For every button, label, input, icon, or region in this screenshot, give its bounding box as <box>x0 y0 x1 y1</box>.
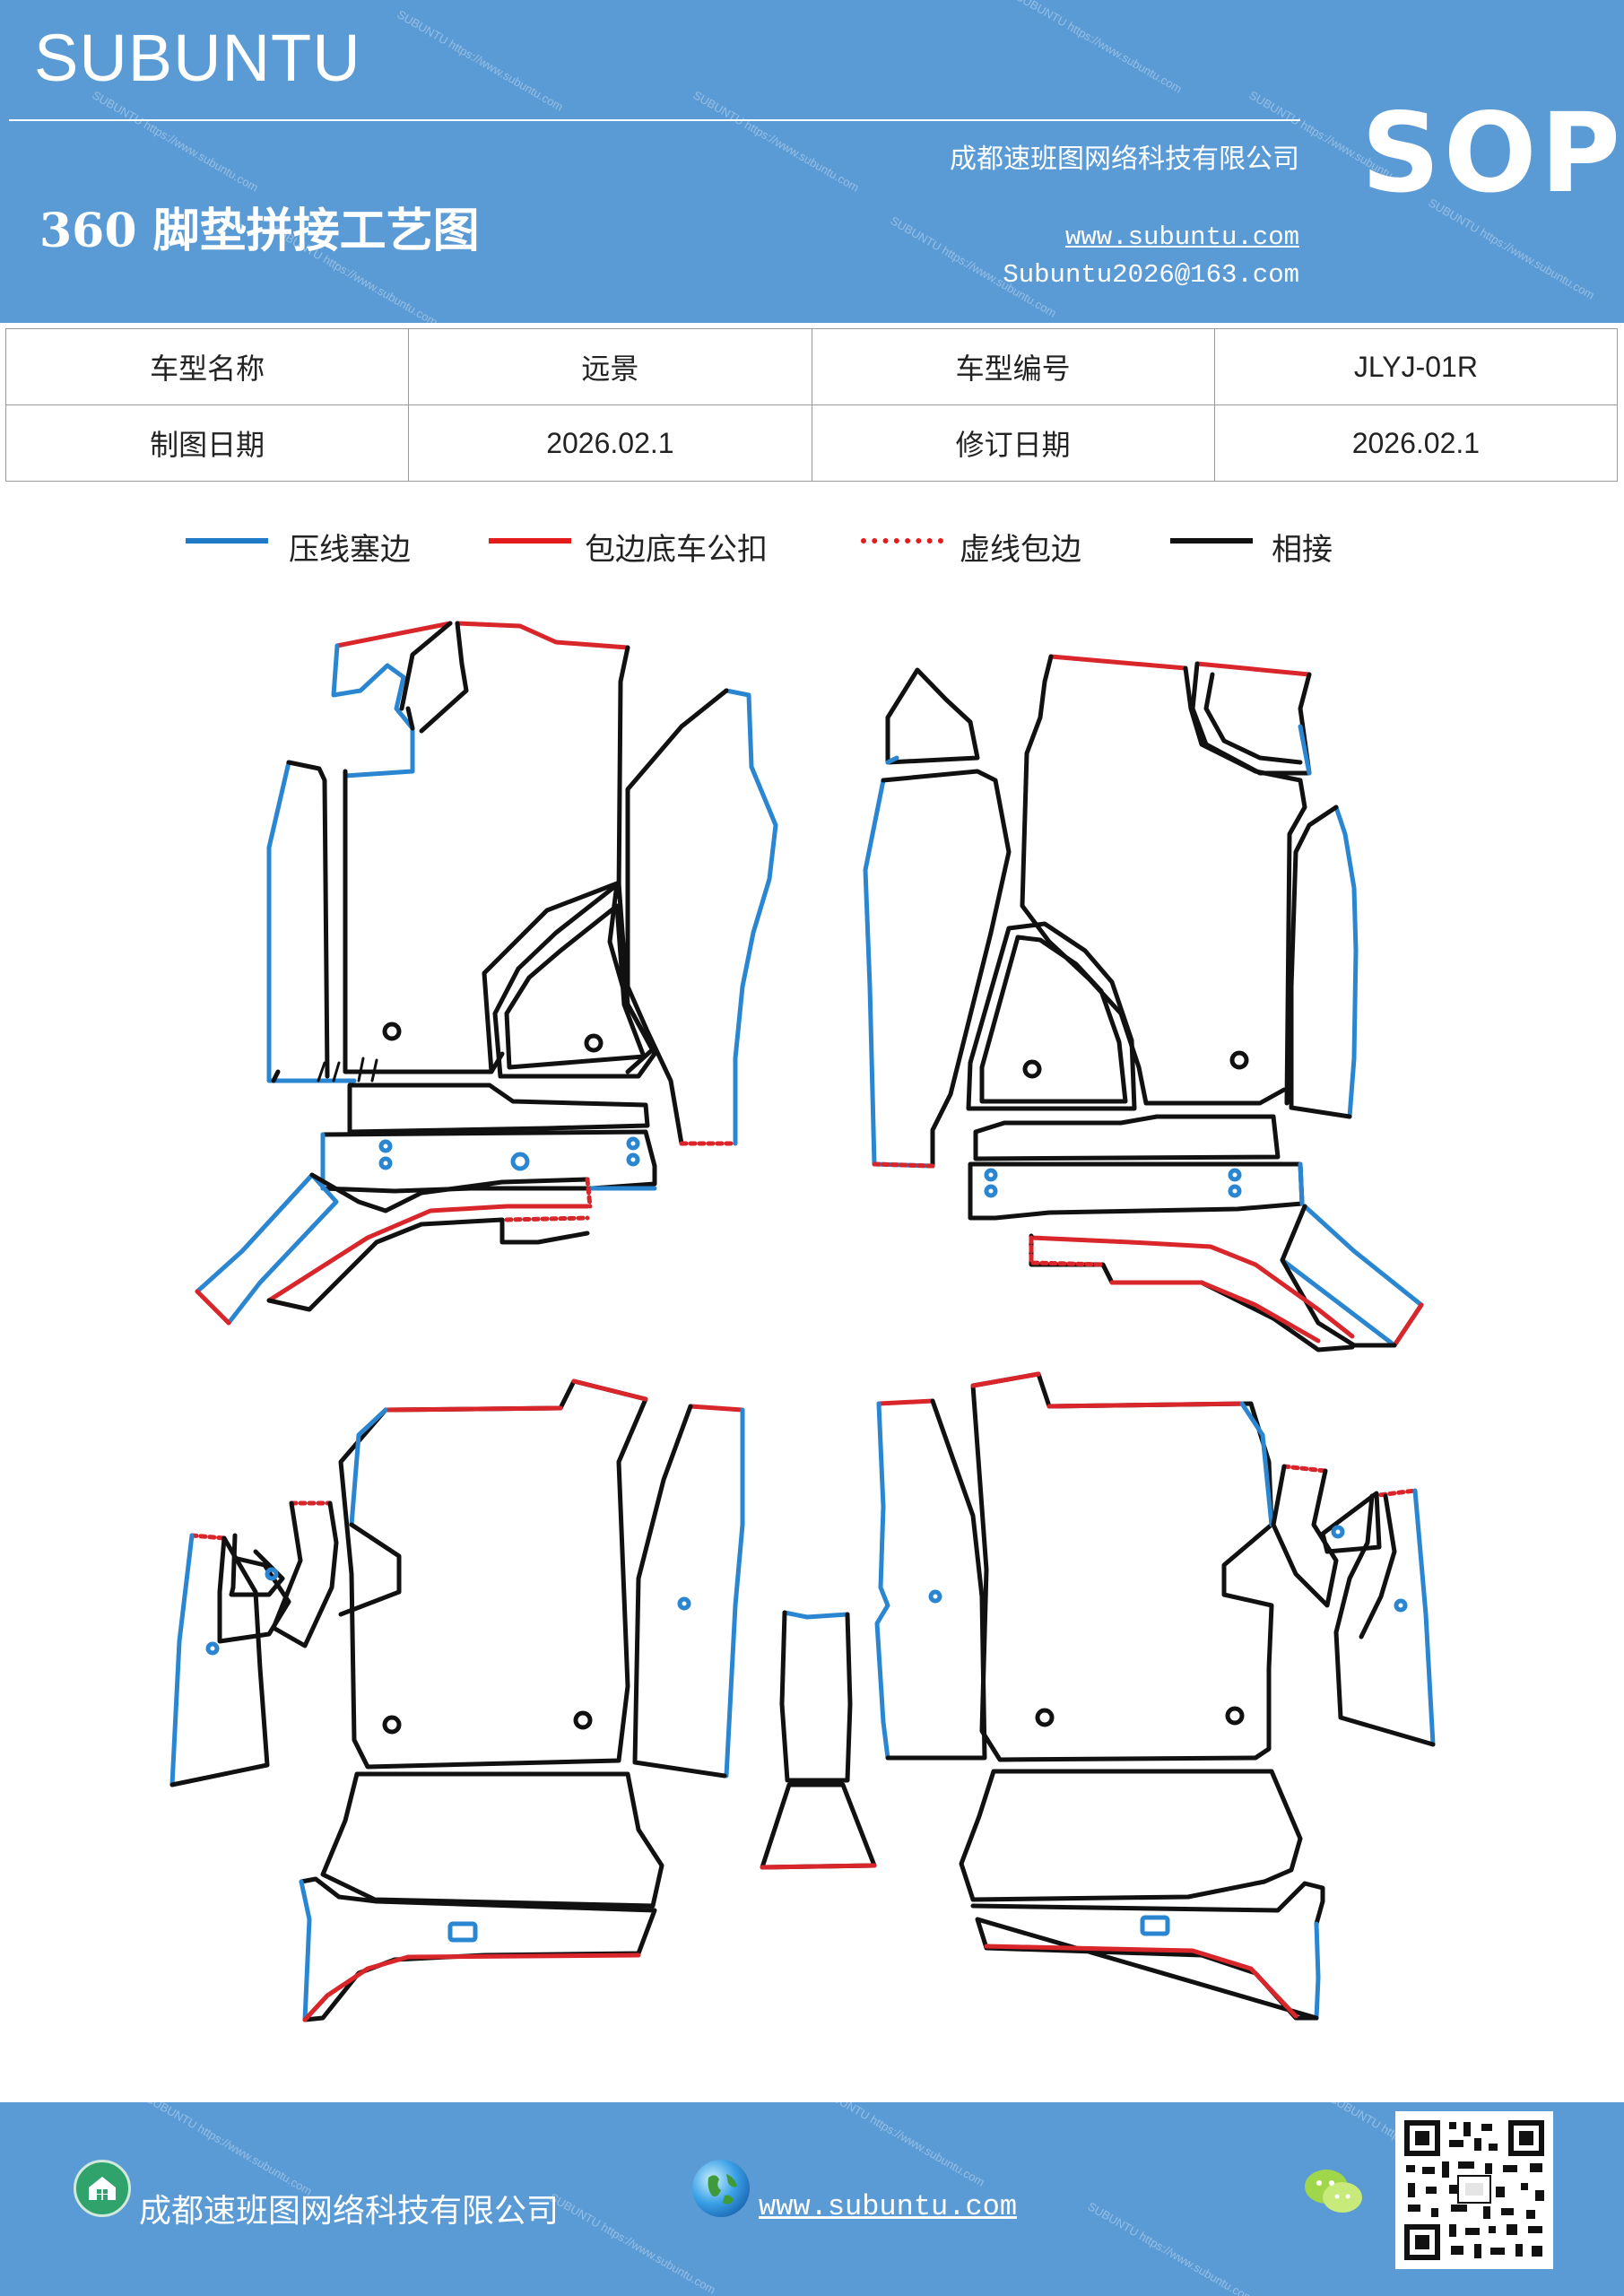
mat-front-right <box>863 654 1424 1352</box>
mat-rear-right <box>874 1371 1436 2021</box>
legend-swatch-blue <box>186 538 268 544</box>
qr-code[interactable] <box>1395 2111 1553 2269</box>
mat-center-tunnel <box>760 1610 877 1870</box>
table-label: 车型名称 <box>4 328 410 405</box>
sop-badge: SOP <box>1361 90 1624 217</box>
watermark: SUBUNTU https://www.subuntu.com <box>143 2102 315 2198</box>
info-table: 车型名称 远景 车型编号 JLYJ-01R 制图日期 2026.02.1 修订日… <box>4 328 1619 482</box>
email-address: Subuntu2026@163.com <box>1003 260 1299 290</box>
legend-label: 相接 <box>1272 532 1333 568</box>
legend-swatch-red <box>489 538 571 544</box>
footer-banner: SUBUNTU https://www.subuntu.com SUBUNTU … <box>0 2102 1624 2296</box>
legend-label: 虚线包边 <box>960 532 1081 568</box>
footer-website-link[interactable]: www.subuntu.com <box>759 2190 1018 2223</box>
mat-rear-left <box>169 1378 745 2022</box>
table-value: JLYJ-01R <box>1213 328 1619 405</box>
table-value: 2026.02.1 <box>408 404 812 482</box>
footer-company-name: 成都速班图网络科技有限公司 <box>139 2193 560 2230</box>
header-banner: SUBUNTU https://www.subuntu.com SUBUNTU … <box>0 0 1624 323</box>
brand-name: SUBUNTU <box>34 21 361 95</box>
home-icon <box>74 2160 131 2217</box>
legend-swatch-black <box>1170 538 1253 544</box>
globe-icon <box>692 2160 750 2217</box>
qr-code-pattern <box>1395 2111 1553 2269</box>
legend-swatch-red-dotted <box>861 538 943 544</box>
website-link[interactable]: www.subuntu.com <box>1064 222 1299 252</box>
legend: 压线塞边 包边底车公扣 虚线包边 相接 <box>0 525 1624 570</box>
table-label: 修订日期 <box>811 404 1215 482</box>
table-label: 车型编号 <box>811 328 1215 405</box>
document-title: 360 脚垫拼接工艺图 <box>39 204 480 258</box>
header-divider <box>9 119 1300 121</box>
table-row: 制图日期 2026.02.1 修订日期 2026.02.1 <box>4 404 1619 482</box>
watermark: SUBUNTU https://www.subuntu.com <box>1085 2199 1256 2296</box>
company-name: 成都速班图网络科技有限公司 <box>950 144 1299 175</box>
table-value: 远景 <box>408 328 812 405</box>
table-label: 制图日期 <box>4 404 410 482</box>
table-row: 车型名称 远景 车型编号 JLYJ-01R <box>4 328 1619 405</box>
table-value: 2026.02.1 <box>1213 404 1619 482</box>
legend-label: 压线塞边 <box>289 532 411 568</box>
watermark: SUBUNTU https://www.subuntu.com <box>816 2102 987 2189</box>
wechat-icon[interactable] <box>1302 2165 1365 2219</box>
mat-front-left <box>195 621 778 1326</box>
legend-label: 包边底车公扣 <box>585 532 768 568</box>
